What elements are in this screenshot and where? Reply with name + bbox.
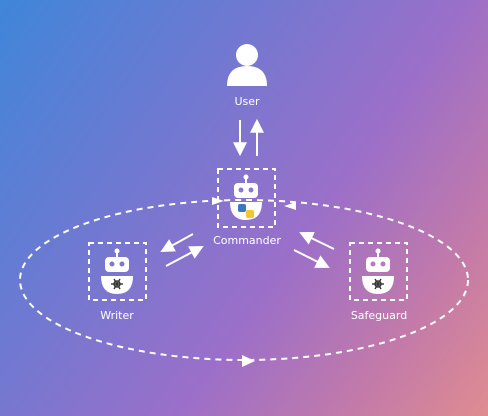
user-icon — [227, 44, 267, 86]
robot-python-icon — [230, 174, 262, 220]
conversation-loop — [19, 199, 469, 361]
writer-label: Writer — [100, 309, 134, 322]
robot-openai-icon — [101, 248, 133, 294]
loop-arrowhead-bottom — [242, 355, 255, 367]
arrow-safeguard-to-commander — [299, 231, 335, 250]
arrow-commander-to-writer — [160, 233, 194, 253]
arrow-commander-to-safeguard — [293, 249, 330, 268]
writer-node — [88, 242, 147, 301]
commander-label: Commander — [213, 234, 281, 247]
arrow-writer-to-commander — [165, 246, 204, 267]
commander-node — [217, 168, 276, 228]
safeguard-label: Safeguard — [350, 309, 408, 322]
user-label: User — [234, 95, 260, 108]
loop-arrowhead-right — [284, 202, 296, 210]
safeguard-node — [349, 242, 408, 301]
robot-openai-icon — [362, 248, 394, 294]
